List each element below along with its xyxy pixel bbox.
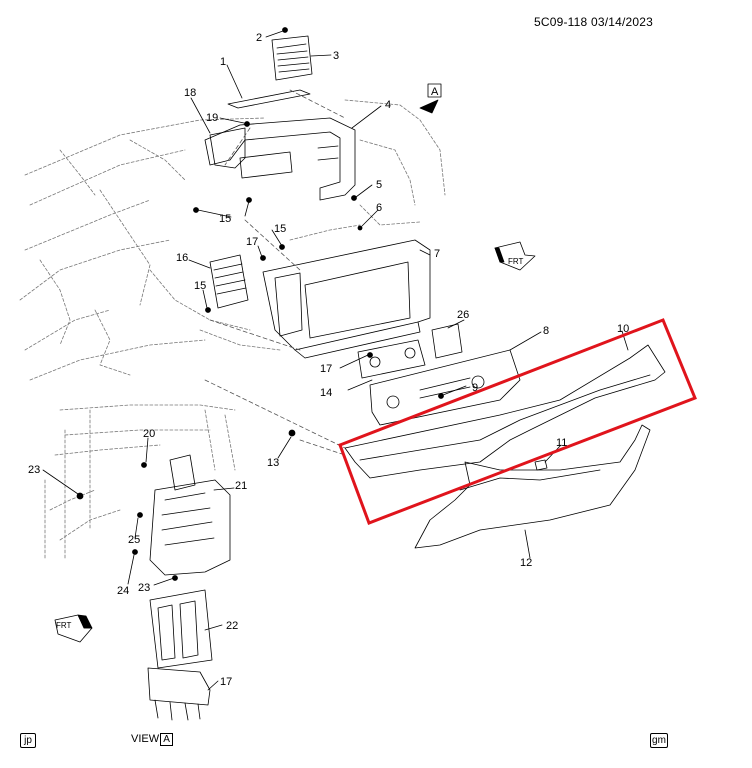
callout-23b: 23 — [138, 582, 150, 594]
frt-arrow-upper — [494, 241, 536, 271]
callout-22: 22 — [226, 620, 238, 632]
part-22-control-module — [149, 589, 213, 669]
callout-13: 13 — [267, 457, 279, 469]
callout-2: 2 — [256, 32, 262, 44]
highlight-box — [338, 318, 697, 525]
callout-21: 21 — [235, 480, 247, 492]
callout-23a: 23 — [28, 464, 40, 476]
projection-lines — [204, 89, 346, 456]
callout-14: 14 — [320, 387, 332, 399]
view-a-arrow — [419, 83, 442, 114]
callout-4: 4 — [385, 99, 391, 111]
part-8-trim-plate — [369, 349, 521, 426]
callout-3: 3 — [333, 50, 339, 62]
callout-19: 19 — [206, 112, 218, 124]
part-26-bracket — [431, 323, 463, 359]
part-7-display-bezel — [262, 239, 431, 359]
callout-6: 6 — [376, 202, 382, 214]
part-14-climate-control — [357, 339, 426, 379]
callout-15b: 15 — [274, 223, 286, 235]
callout-5: 5 — [376, 179, 382, 191]
part-17-connector-lower — [147, 667, 211, 721]
frt-label-upper: FRT — [508, 257, 524, 266]
view-a-arrow-letter: A — [431, 86, 439, 98]
jp-badge-icon: jp — [20, 733, 36, 748]
view-label-text: VIEW — [131, 733, 160, 745]
callout-18: 18 — [184, 87, 196, 99]
callout-1: 1 — [220, 56, 226, 68]
view-label-letter: A — [160, 733, 174, 746]
frt-arrow-lower — [54, 614, 93, 643]
callout-15a: 15 — [219, 213, 231, 225]
callout-15c: 15 — [194, 280, 206, 292]
leader-lines — [42, 30, 629, 691]
callout-17a: 17 — [246, 236, 258, 248]
diagram-reference-header: 5C09-118 03/14/2023 — [534, 15, 653, 29]
callout-9: 9 — [472, 382, 478, 394]
part-4-upper-bezel — [204, 117, 356, 201]
gm-logo-icon: gm — [650, 733, 668, 748]
diagram-date: 03/14/2023 — [590, 15, 654, 29]
part-12-lower-panel — [414, 424, 651, 549]
instrument-panel-outline — [19, 99, 446, 561]
callout-17b: 17 — [320, 363, 332, 375]
callout-8: 8 — [543, 325, 549, 337]
callout-25: 25 — [128, 534, 140, 546]
callout-26: 26 — [457, 309, 469, 321]
part-10-lower-trim — [344, 344, 666, 479]
part-18-bracket — [209, 127, 246, 169]
callout-20: 20 — [143, 428, 155, 440]
diagram-code: 5C09-118 — [534, 15, 588, 29]
callout-24: 24 — [117, 585, 129, 597]
callout-12: 12 — [520, 557, 532, 569]
part-3-vent — [271, 35, 313, 81]
part-16-side-vent — [209, 254, 249, 309]
callout-10: 10 — [617, 323, 629, 335]
callout-numbers: 1 2 3 4 5 6 7 8 9 10 11 12 13 14 15 15 1… — [28, 32, 629, 688]
callout-17c: 17 — [220, 676, 232, 688]
callout-7: 7 — [434, 248, 440, 260]
part-1-garnish-strip — [227, 89, 311, 109]
callout-16: 16 — [176, 252, 188, 264]
callout-11: 11 — [556, 437, 567, 449]
frt-label-lower: FRT — [56, 621, 72, 630]
part-21-bracket-assembly — [149, 454, 231, 576]
part-11-clip — [534, 459, 548, 471]
